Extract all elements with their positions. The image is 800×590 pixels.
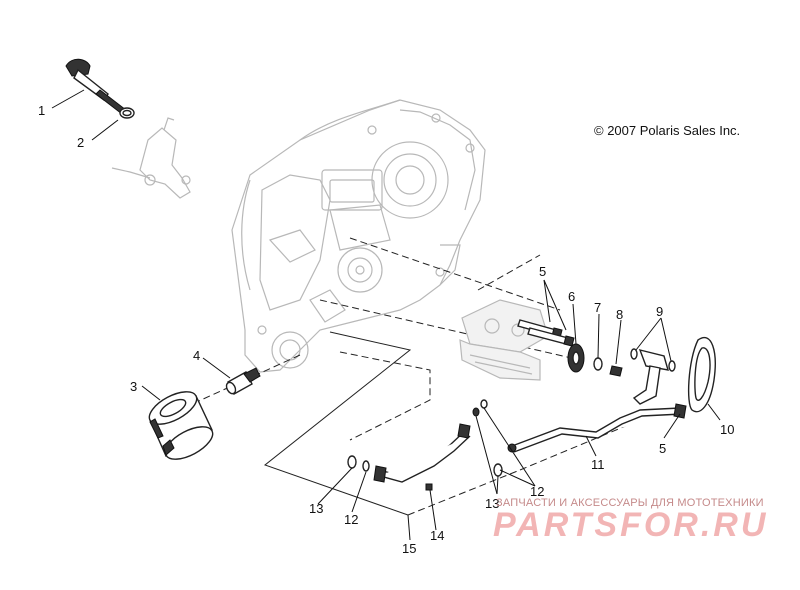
callout-5-lower: 5: [659, 441, 666, 456]
dipstick-part: [65, 58, 127, 115]
callout-11: 11: [591, 457, 605, 472]
strainer-loop-part: [687, 337, 716, 413]
oil-pump-housing: [459, 299, 549, 381]
leader-lines: [51, 89, 721, 541]
callout-10: 10: [720, 422, 734, 437]
callout-5-upper: 5: [539, 264, 546, 279]
callout-6: 6: [568, 289, 575, 304]
callout-1: 1: [38, 103, 45, 118]
oil-line-right: [507, 403, 687, 453]
callout-labels: 1 2 3 4 5 6 7 8 9 10 11 5 12 13 12 13 14…: [38, 103, 734, 556]
callout-12-right: 12: [530, 484, 544, 499]
callout-13-left: 13: [309, 501, 323, 516]
oil-line-lower: [373, 423, 471, 483]
callout-7: 7: [594, 300, 601, 315]
sensor-bracket-ghost: [111, 117, 191, 199]
elbow-o-rings-part: [630, 348, 676, 405]
copyright-notice: © 2007 Polaris Sales Inc.: [594, 123, 741, 138]
engine-crankcase-ghost: [231, 99, 486, 373]
watermark-logo: PARTSFOR.RU: [493, 506, 769, 544]
fitting-part: [225, 367, 261, 395]
o-ring-part: [119, 107, 135, 119]
callout-12-left: 12: [344, 512, 358, 527]
callout-4: 4: [193, 348, 200, 363]
callout-13-right: 13: [485, 496, 499, 511]
bolt-part: [609, 365, 623, 377]
callout-2: 2: [77, 135, 84, 150]
callout-3: 3: [130, 379, 137, 394]
washer-part: [593, 357, 603, 371]
callout-15: 15: [402, 541, 416, 556]
sprocket-part: [567, 343, 585, 373]
oil-filter-part: [148, 391, 214, 460]
callout-14: 14: [430, 528, 444, 543]
bolts-part: [517, 319, 575, 347]
watermark-tagline: ЗАПЧАСТИ И АКСЕССУАРЫ ДЛЯ МОТОТЕХНИКИ: [496, 497, 764, 509]
callout-9: 9: [656, 304, 663, 319]
washers-fittings: [347, 399, 503, 491]
callout-8: 8: [616, 307, 623, 322]
